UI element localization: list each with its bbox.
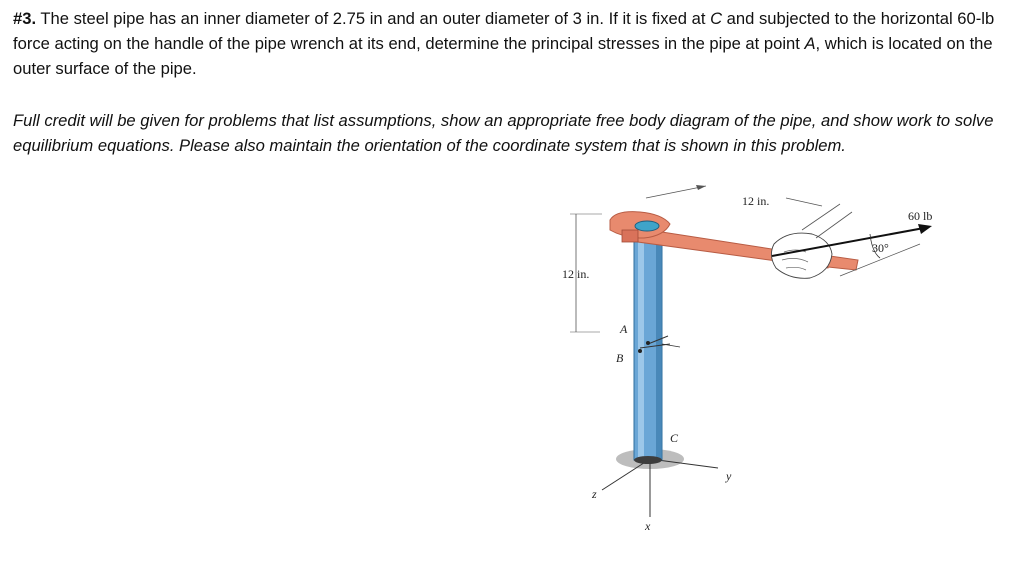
wrench-nut xyxy=(621,229,639,243)
problem-number: #3. xyxy=(13,9,37,28)
pipe-top xyxy=(634,220,660,232)
grading-note: Full credit will be given for problems t… xyxy=(13,111,994,155)
point-a-marker xyxy=(646,341,650,345)
dim-handle-line-right xyxy=(785,197,823,207)
hand xyxy=(771,232,833,279)
y-axis-label: y xyxy=(725,469,732,483)
point-a-label: A xyxy=(619,322,628,336)
z-axis-label: z xyxy=(591,487,597,501)
z-axis-line xyxy=(601,458,651,491)
figure-svg: x y z A B C 12 in. xyxy=(562,185,932,533)
point-b-label: B xyxy=(616,351,624,365)
dim-handle-arrow xyxy=(696,185,706,190)
problem-text-1: The steel pipe has an inner diameter of … xyxy=(36,9,711,28)
angle-label: 30° xyxy=(872,241,889,255)
pipe-shade xyxy=(656,232,662,460)
force-label: 60 lb xyxy=(908,209,932,223)
problem-statement: #3. The steel pipe has an inner diameter… xyxy=(13,6,1013,81)
hand-fingers xyxy=(781,249,809,271)
force-arrow-head xyxy=(918,224,932,234)
dim-handle-label: 12 in. xyxy=(742,194,769,208)
force-arrow-line xyxy=(771,227,925,257)
x-axis-label: x xyxy=(644,519,651,533)
dim-vertical-label: 12 in. xyxy=(562,267,589,281)
point-c-label: C xyxy=(670,431,679,445)
point-b-marker xyxy=(638,349,642,353)
section-line-1 xyxy=(647,335,669,345)
angle-arc xyxy=(869,233,881,259)
arm-line-1 xyxy=(801,203,841,231)
pipe-base xyxy=(634,456,662,464)
arm-line-2 xyxy=(815,211,853,239)
point-c-ref: C xyxy=(710,9,723,28)
pipe-highlight xyxy=(638,232,644,460)
angle-reference-line xyxy=(839,243,921,277)
problem-text-3: , which is located on the outer surface … xyxy=(13,34,993,78)
section-line-3 xyxy=(661,343,681,348)
point-a-ref: A xyxy=(804,34,816,53)
problem-text-2: and subjected to the horizontal 60-lb fo… xyxy=(13,9,995,53)
dim-handle-line-left xyxy=(645,185,707,199)
pipe-wrench-figure: x y z A B C 12 in. xyxy=(540,172,980,552)
